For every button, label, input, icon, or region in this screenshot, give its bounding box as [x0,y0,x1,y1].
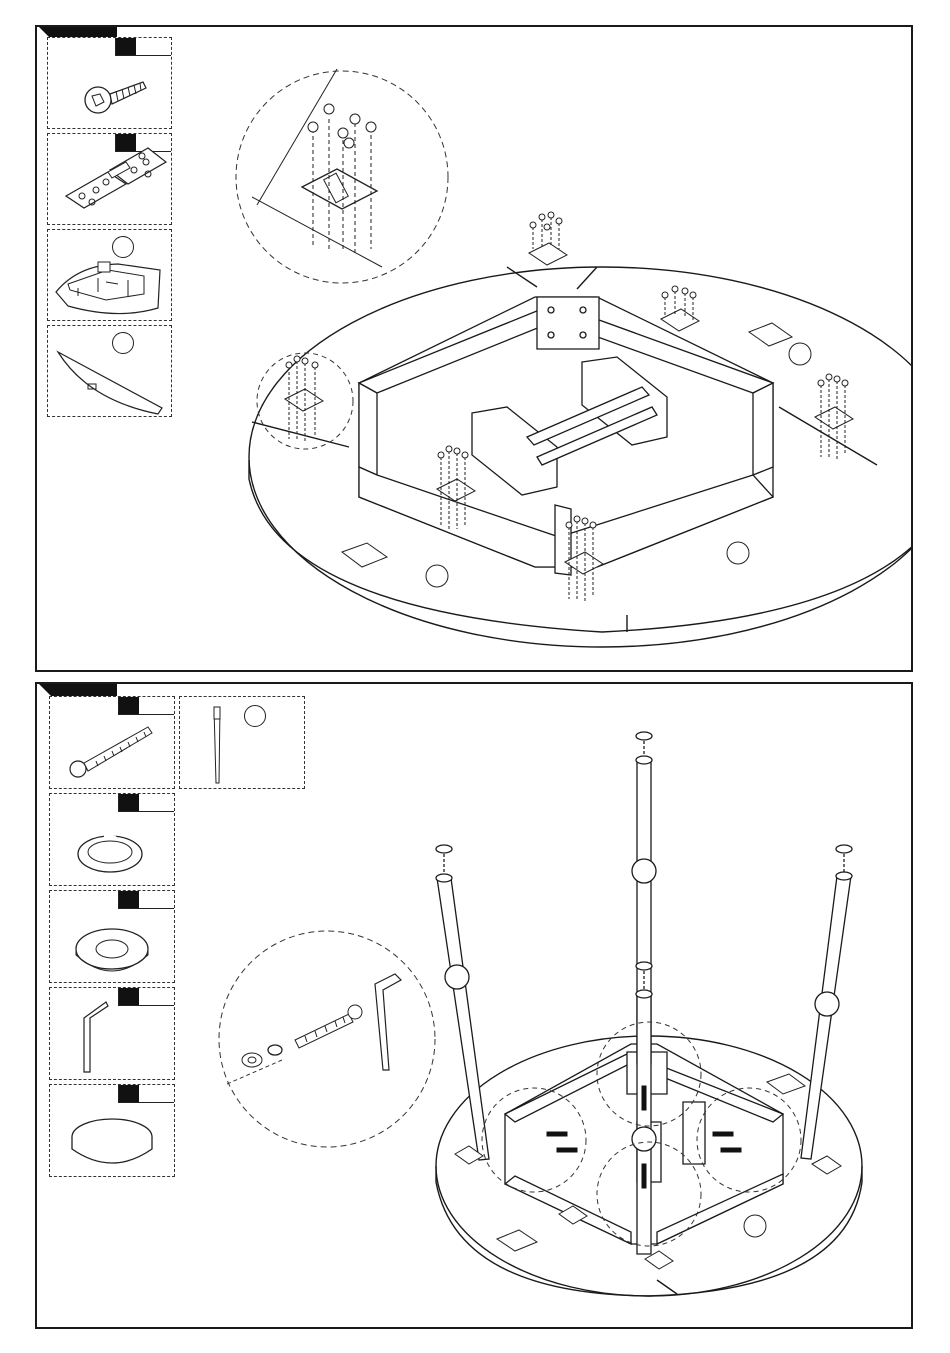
segment-marker [789,343,811,365]
bolt-detail-magnified [219,931,435,1147]
segment-marker [426,565,448,587]
leg-assembly-diagram [37,684,913,1329]
segment-marker [727,542,749,564]
segment-marker [744,1215,766,1237]
tabletop-hinge-assembly-diagram [37,27,913,672]
step-panel-2 [35,682,913,1329]
hinge-detail-magnified [236,69,448,283]
hinge-top [529,212,567,265]
step-panel-1 [35,25,913,672]
